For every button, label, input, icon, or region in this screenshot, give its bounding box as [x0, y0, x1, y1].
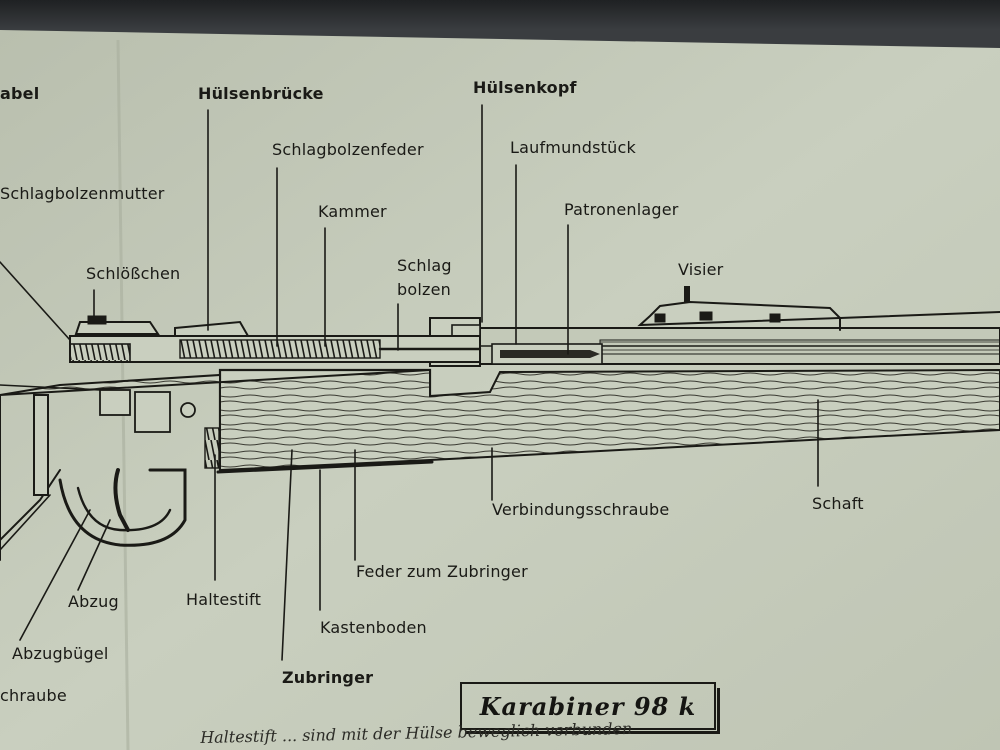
label-patronenlager: Patronenlager [564, 200, 679, 219]
label-abzugbuegel: Abzugbügel [12, 644, 109, 663]
leader-lines [0, 104, 819, 661]
label-abel: abel [0, 84, 40, 103]
label-visier: Visier [678, 260, 724, 279]
label-schloesschen: Schlößchen [86, 264, 181, 283]
label-laufmundstueck: Laufmundstück [510, 138, 636, 157]
label-schlagbolzenmutter: Schlagbolzenmutter [0, 184, 165, 203]
label-kastenboden: Kastenboden [320, 618, 427, 637]
document-title: Karabiner 98 k [479, 691, 697, 721]
label-huelsenkopf: Hülsenkopf [473, 78, 577, 97]
label-schlagbolzenfeder: Schlagbolzenfeder [272, 140, 424, 159]
label-kammer: Kammer [318, 202, 387, 221]
rifle-diagram [0, 104, 1000, 661]
stock [0, 368, 1000, 472]
label-schaft: Schaft [812, 494, 864, 513]
label-zubringer: Zubringer [282, 668, 374, 687]
firing-pin-spring [179, 339, 381, 359]
title-box: Karabiner 98 k [460, 682, 720, 734]
label-feder-zum-zubringer: Feder zum Zubringer [356, 562, 528, 581]
trigger-guard [58, 468, 187, 547]
label-verbindungsschraube: Verbindungsschraube [492, 500, 670, 519]
label-abzug: Abzug [68, 592, 119, 611]
label-schlag: Schlag [397, 256, 452, 275]
label-bolzen: bolzen [397, 280, 451, 299]
label-schraube: chraube [0, 686, 67, 705]
label-haltestift: Haltestift [186, 590, 262, 609]
label-huelsenbruecke: Hülsenbrücke [198, 84, 324, 103]
trigger [113, 468, 130, 532]
